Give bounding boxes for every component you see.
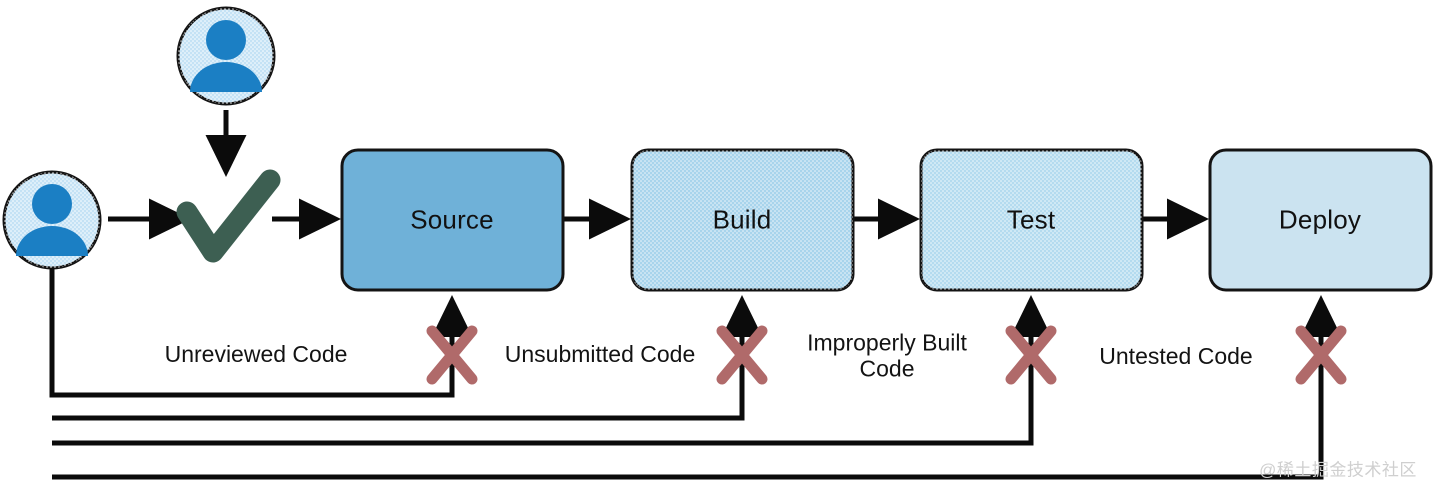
stage-box-source[interactable] — [340, 148, 565, 292]
reject-x-icon-deploy — [1295, 325, 1347, 385]
person-avatar-icon-reviewer — [176, 6, 276, 106]
reject-label-untested: Untested Code — [1099, 343, 1253, 370]
reject-label-unreviewed: Unreviewed Code — [164, 341, 348, 368]
stage-box-deploy[interactable] — [1208, 148, 1433, 292]
stage-box-build[interactable] — [630, 148, 855, 292]
stage-box-test[interactable] — [919, 148, 1144, 292]
stage-label-deploy: Deploy — [1278, 204, 1362, 235]
stage-label-test: Test — [1006, 204, 1056, 235]
reject-label-unsubmitted: Unsubmitted Code — [504, 341, 696, 368]
reject-label-improperly-built-line1: Improperly Built — [807, 329, 967, 356]
stage-label-build: Build — [712, 204, 772, 235]
reject-x-icon-test — [1005, 325, 1057, 385]
reject-x-icon-source — [426, 325, 478, 385]
feedback-path-deploy — [52, 295, 1342, 480]
person-avatar-icon-developer — [2, 170, 102, 270]
stage-label-source: Source — [410, 204, 494, 235]
watermark-text: @稀土掘金技术社区 — [1259, 460, 1417, 480]
reject-label-improperly-built-line2: Code — [859, 355, 915, 381]
feedback-path-build — [52, 295, 763, 421]
reject-x-icon-build — [716, 325, 768, 385]
check-mark-icon — [176, 169, 281, 263]
